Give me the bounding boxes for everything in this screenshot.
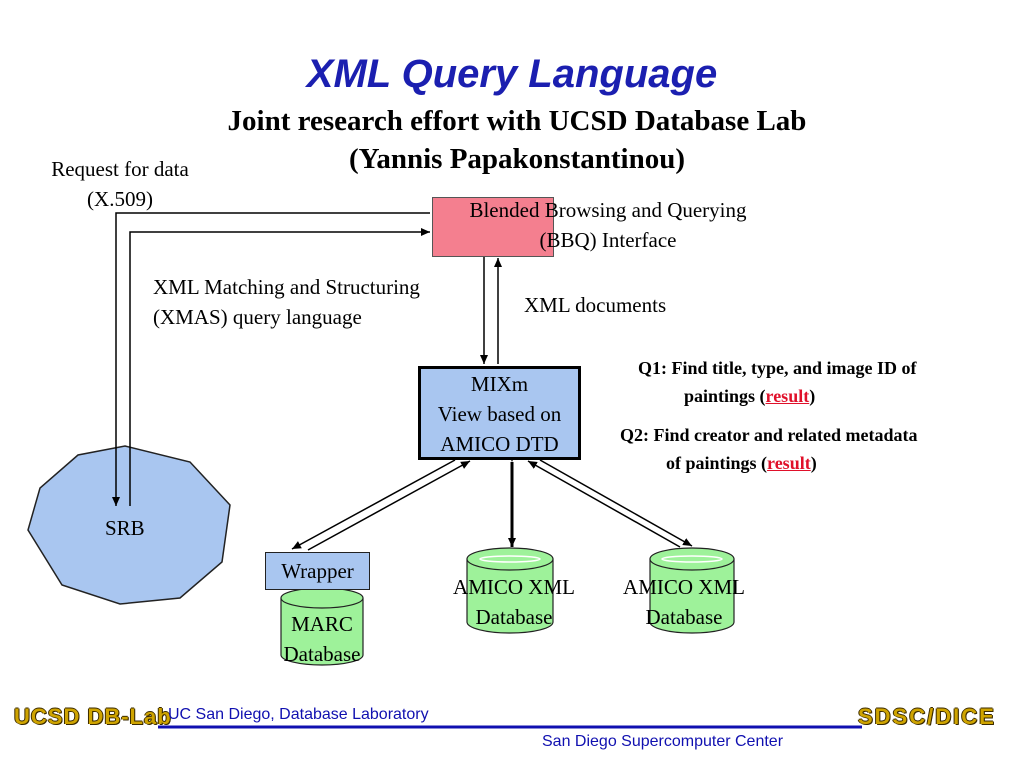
q1-text: paintings ( — [684, 386, 766, 406]
q2-text: of paintings ( — [666, 453, 768, 473]
xml-documents-label: XML documents — [524, 293, 667, 317]
subtitle-line-2: (Yannis Papakonstantinou) — [348, 143, 686, 175]
slide-title: XML Query Language — [306, 52, 718, 96]
bbq-label-line-2: (BBQ) Interface — [539, 228, 677, 252]
mixm-line-2: View based on — [437, 402, 562, 426]
query-q2: Q2: Find creator and related metadata of… — [620, 421, 1020, 477]
query-q1: Q1: Find title, type, and image ID of pa… — [638, 354, 1018, 410]
amico-database-2-icon — [649, 547, 735, 634]
subtitle-line-1: Joint research effort with UCSD Database… — [227, 105, 807, 137]
request-line-up — [129, 228, 430, 506]
request-label-line-1: Request for data — [51, 157, 189, 181]
q2-line-2: of paintings (result) — [620, 449, 1020, 477]
wrapper-label: Wrapper — [281, 559, 354, 583]
footer-left-text: UC San Diego, Database Laboratory — [168, 706, 429, 723]
amico1-line-1: AMICO XML — [453, 575, 575, 599]
srb-shape — [27, 445, 231, 605]
marc-database-label: MARC Database — [270, 609, 374, 669]
request-label: Request for data (X.509) — [36, 154, 204, 214]
request-line-down — [112, 212, 430, 506]
q2-line-1: Q2: Find creator and related metadata — [620, 425, 918, 445]
q2-suffix: ) — [810, 453, 817, 473]
wrapper-to-mixm-arrow — [307, 460, 471, 551]
marc-database-icon — [280, 587, 364, 666]
q1-suffix: ) — [809, 386, 816, 406]
q1-line-1: Q1: Find title, type, and image ID of — [638, 358, 917, 378]
marc-line-2: Database — [283, 642, 361, 666]
amico-database-2-label: AMICO XML Database — [606, 572, 762, 632]
bbq-interface-box — [432, 197, 554, 257]
amico2-line-1: AMICO XML — [623, 575, 745, 599]
amico-database-1-icon — [466, 547, 554, 634]
amico2-to-mixm-arrow — [527, 460, 681, 548]
mixm-line-1: MIXm — [470, 372, 529, 396]
slide-subtitle: Joint research effort with UCSD Database… — [0, 102, 1024, 178]
wrapper-box: Wrapper — [265, 552, 370, 590]
amico2-line-2: Database — [645, 605, 723, 629]
q1-line-2: paintings (result) — [638, 382, 1018, 410]
marc-line-1: MARC — [291, 612, 353, 636]
mixm-view-box: MIXm View based on AMICO DTD — [418, 366, 581, 460]
ucsd-dblab-logo: UCSD DB-Lab — [14, 704, 172, 729]
sdsc-dice-logo: SDSC/DICE — [858, 704, 996, 729]
xmas-label: XML Matching and Structuring (XMAS) quer… — [153, 272, 493, 332]
mixm-line-3: AMICO DTD — [440, 432, 559, 456]
srb-label: SRB — [105, 516, 145, 540]
mixm-to-wrapper-arrow — [291, 459, 456, 550]
request-label-line-2: (X.509) — [87, 187, 153, 211]
amico-database-1-label: AMICO XML Database — [436, 572, 592, 632]
xmas-label-line-1: XML Matching and Structuring — [153, 275, 420, 299]
bbq-label: Blended Browsing and Querying (BBQ) Inte… — [432, 195, 784, 255]
bbq-label-line-1: Blended Browsing and Querying — [469, 198, 747, 222]
q1-result-link[interactable]: result — [765, 386, 810, 406]
xmas-label-line-2: (XMAS) query language — [153, 305, 362, 329]
mixm-to-amico2-arrow — [539, 459, 693, 547]
footer-right-text: San Diego Supercomputer Center — [542, 733, 784, 750]
amico1-line-2: Database — [475, 605, 553, 629]
q2-result-link[interactable]: result — [767, 453, 811, 473]
